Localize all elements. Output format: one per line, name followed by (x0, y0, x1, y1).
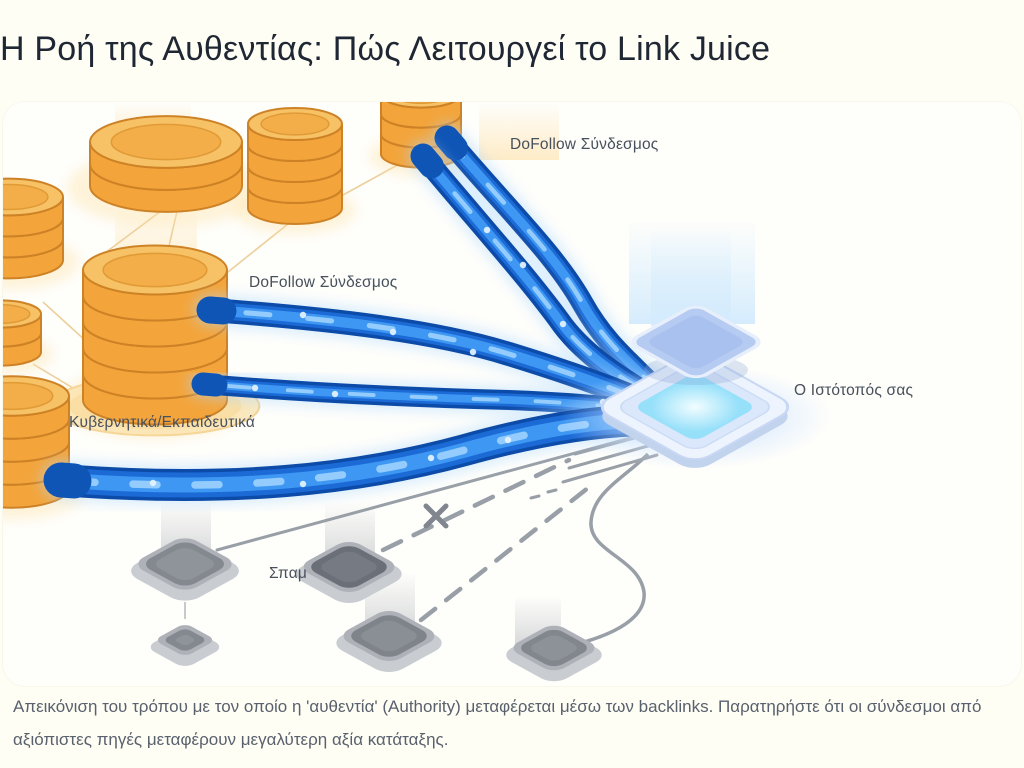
coin-stack (67, 115, 265, 227)
floating-tile (631, 305, 761, 379)
your-website-node (560, 220, 830, 469)
link-juice-illustration (3, 102, 830, 682)
label-your-website: Ο Ιστότοπός σας (794, 382, 914, 399)
illustration-card: DoFollow Σύνδεσμος DoFollow Σύνδεσμος Κυ… (3, 102, 1021, 686)
spam-network (131, 430, 659, 682)
spam-node (336, 611, 442, 672)
label-dofollow-link-mid: DoFollow Σύνδεσμος (249, 274, 398, 291)
coin-stack (3, 177, 80, 290)
spam-node (131, 538, 239, 601)
label-dofollow-link-top: DoFollow Σύνδεσμος (510, 136, 659, 153)
figure-caption: Απεικόνιση του τρόπου με τον οποίο η 'αυ… (13, 697, 982, 749)
page-title: Η Ροή της Αυθεντίας: Πώς Λειτουργεί το L… (0, 30, 771, 68)
authority-sites-coin-stacks (3, 102, 473, 520)
coin-stack (233, 107, 357, 234)
coin-stack (3, 299, 53, 375)
spam-node (506, 625, 602, 682)
spam-node (296, 542, 402, 603)
coin-stack (49, 244, 261, 439)
label-government-educational: Κυβερνητικά/Εκπαιδευτικά (69, 414, 256, 431)
nofollow-cross-icon (423, 503, 449, 529)
spam-node (150, 625, 220, 666)
label-spam: Σπαμ (269, 565, 308, 582)
